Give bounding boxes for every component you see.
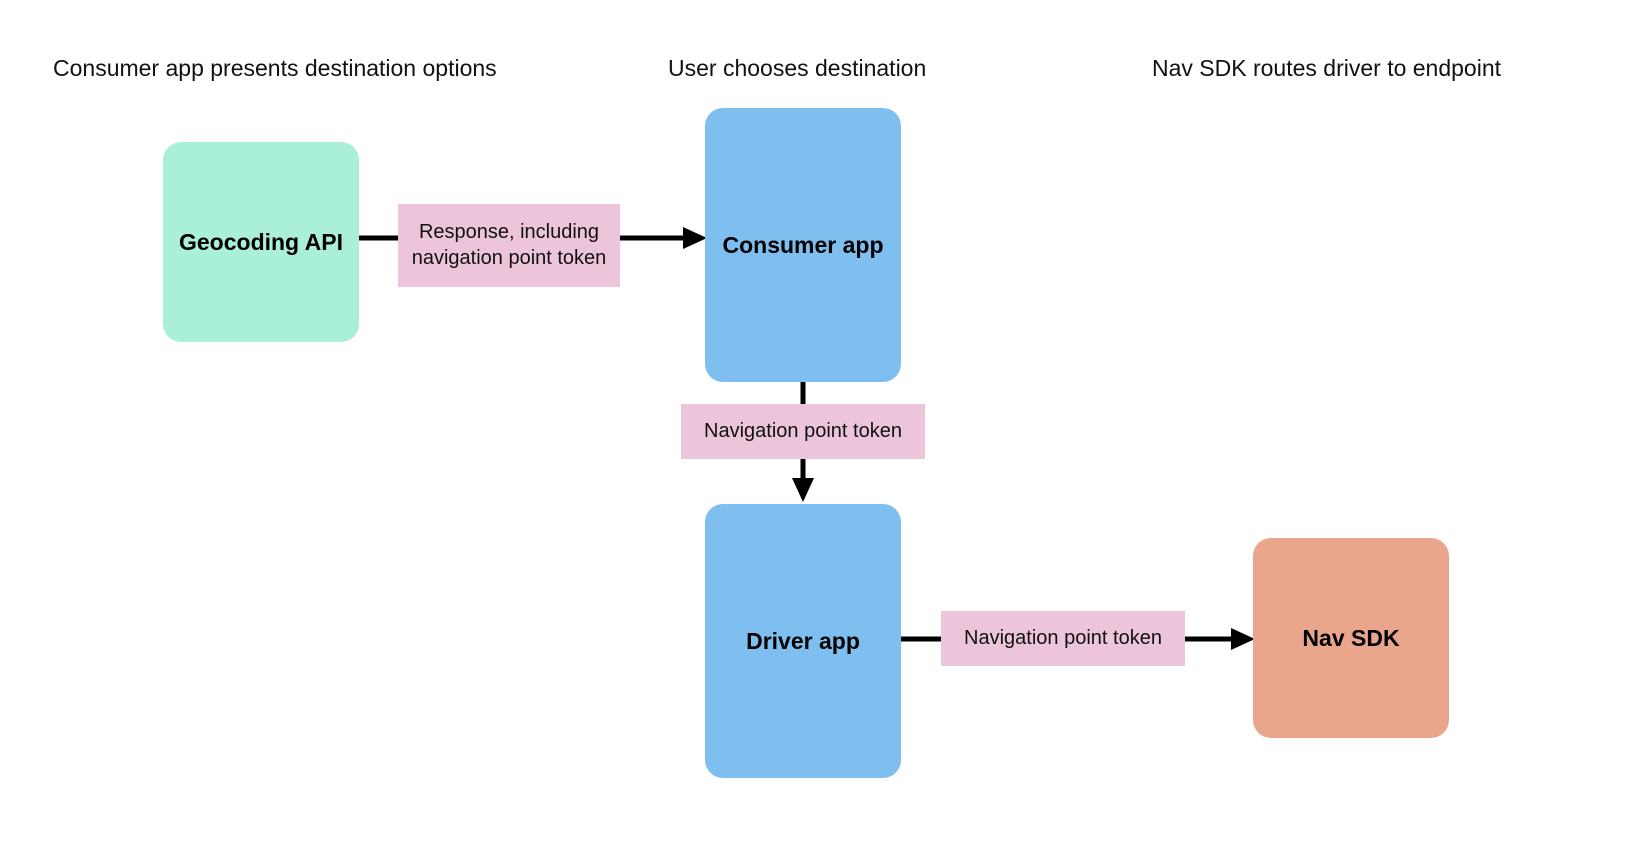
edge-label-nav-token-vertical: Navigation point token [681,404,925,459]
edge-label-response-token-text: Response, including navigation point tok… [411,220,607,269]
node-geocoding-api-label: Geocoding API [179,228,343,255]
edge-label-nav-token-vertical-text: Navigation point token [704,419,902,442]
node-geocoding-api[interactable]: Geocoding API [163,142,359,342]
edge-label-nav-token-horizontal: Navigation point token [941,611,1185,666]
edge-label-nav-token-horizontal-text: Navigation point token [964,626,1162,649]
node-consumer-app-label: Consumer app [722,231,884,258]
column-header-user-chooses: User chooses destination [668,55,927,81]
node-consumer-app[interactable]: Consumer app [705,108,901,382]
edge-label-response-token: Response, including navigation point tok… [398,204,620,287]
node-driver-app[interactable]: Driver app [705,504,901,778]
node-nav-sdk[interactable]: Nav SDK [1253,538,1449,738]
node-nav-sdk-label: Nav SDK [1302,624,1400,651]
node-driver-app-label: Driver app [746,627,860,654]
column-header-nav-sdk: Nav SDK routes driver to endpoint [1152,55,1502,81]
column-header-consumer-app: Consumer app presents destination option… [53,55,497,81]
